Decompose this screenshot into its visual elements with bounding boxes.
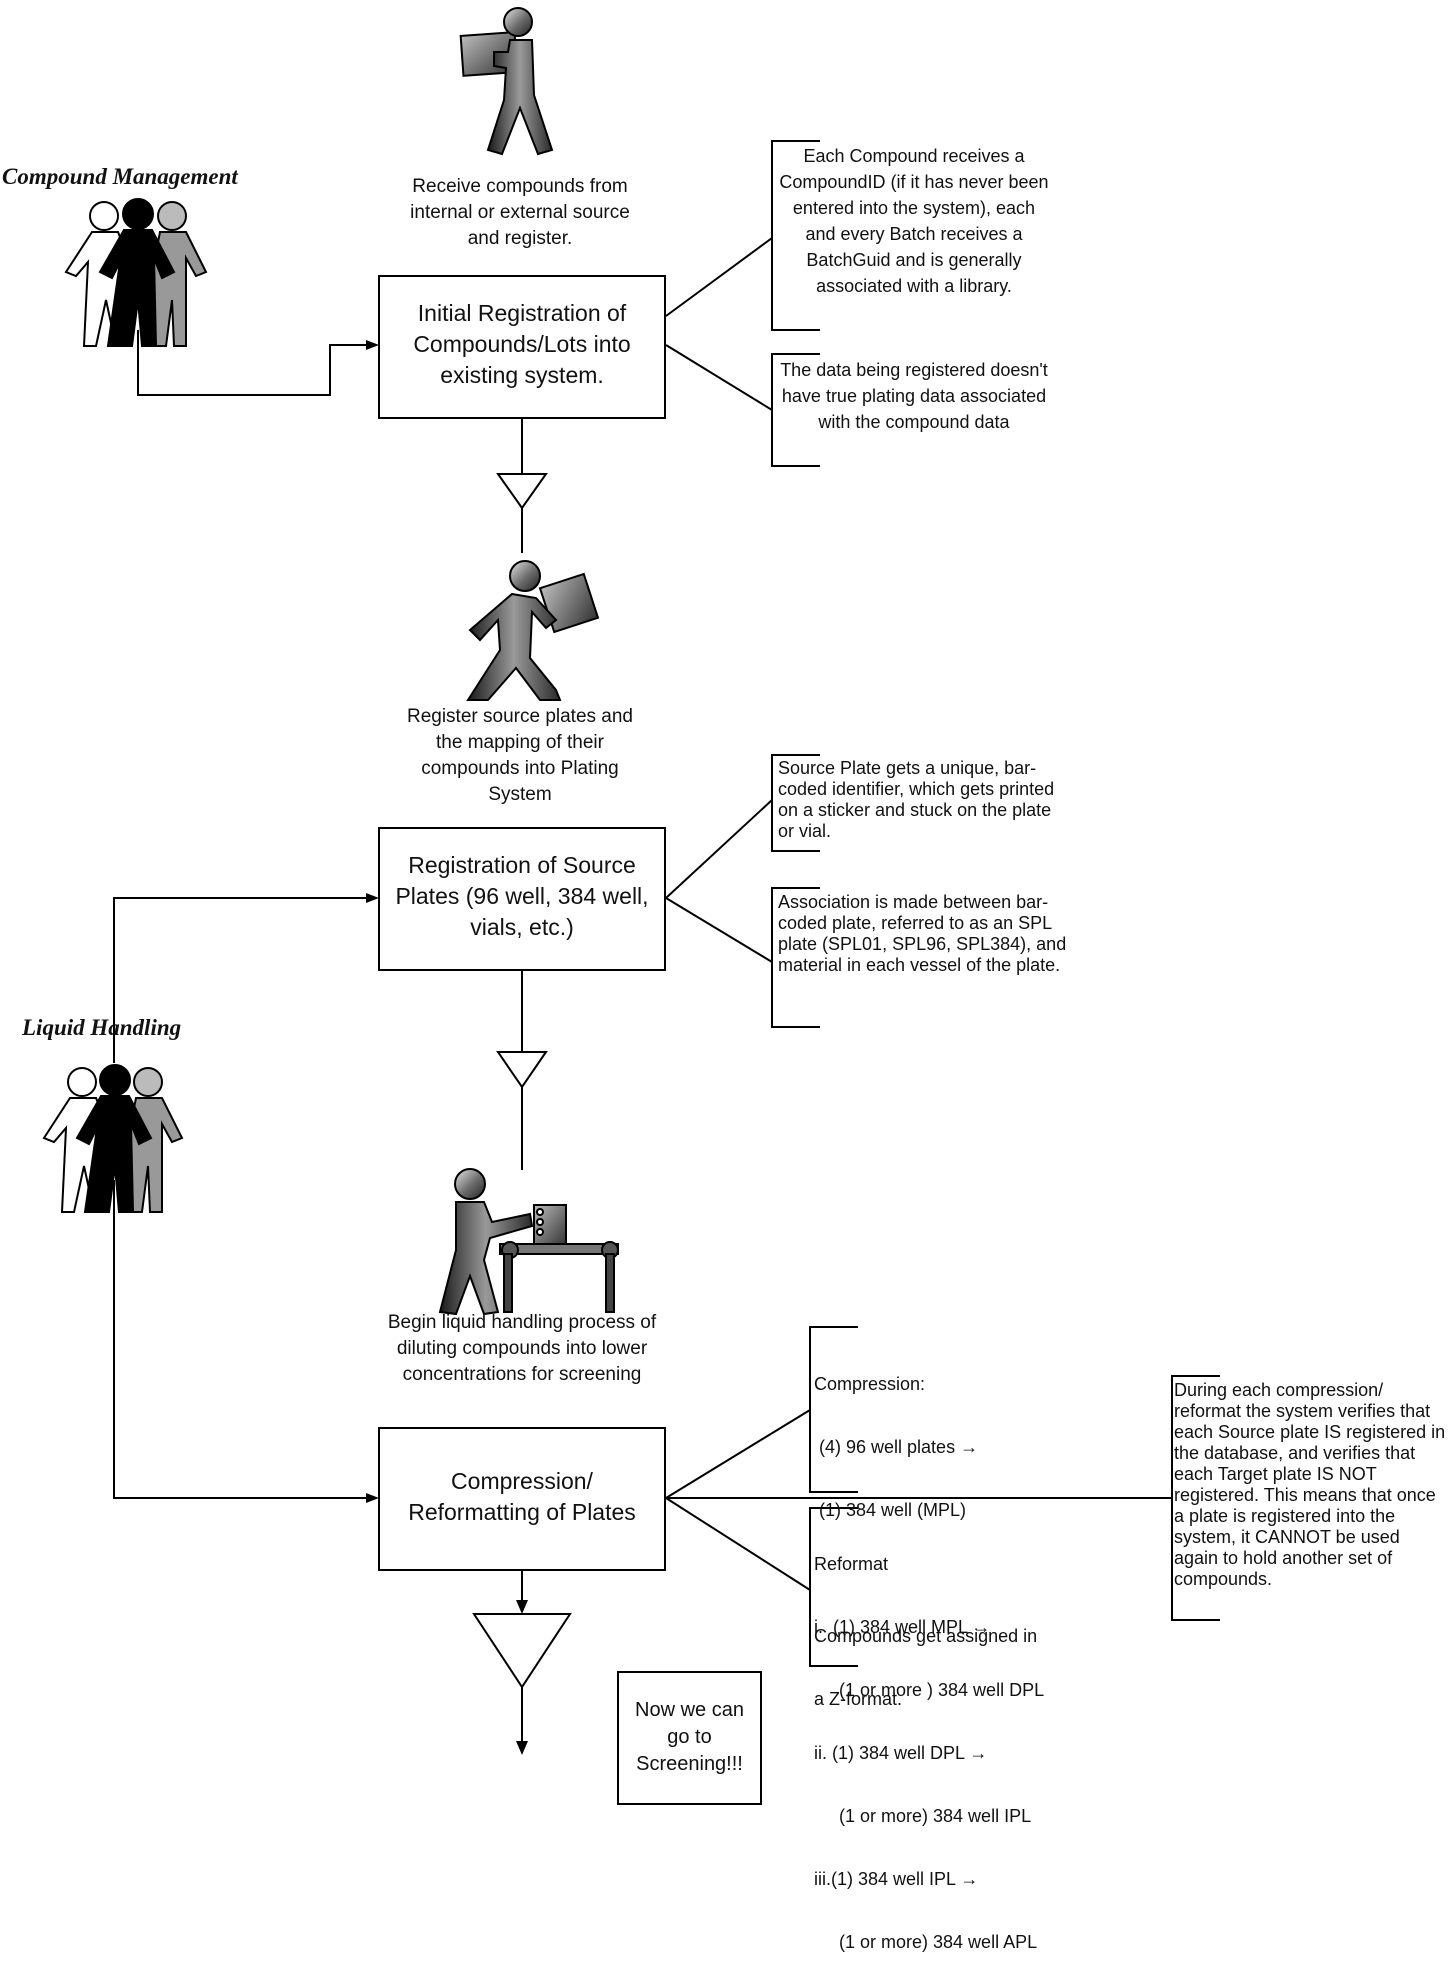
- reformat-note-line: iii.(1) 384 well IPL →: [814, 1869, 979, 1889]
- arrowhead-icon: [366, 340, 379, 350]
- compression-note-line: (1) 384 well (MPL): [814, 1500, 967, 1520]
- verification-note: During each compression/ reformat the sy…: [1174, 1380, 1446, 1589]
- compound-management-label: Compound Management: [2, 164, 238, 189]
- reformat-note-line: i. (1) 384 well MPL →: [814, 1617, 991, 1637]
- arrowhead-icon: [516, 1741, 528, 1755]
- source-plates-label: Registration of Source Plates (96 well, …: [395, 852, 649, 940]
- compression-box: [378, 1427, 666, 1571]
- reformat-note: Reformat i. (1) 384 well MPL → (1 or mor…: [814, 1512, 1114, 1974]
- bracket-no-plating: [771, 353, 820, 467]
- leader-line: [665, 799, 773, 899]
- connectors: [113, 237, 1172, 1755]
- connector-cm-to-registration: [137, 330, 368, 396]
- initial-registration-box: [378, 275, 666, 419]
- barcode-note: Source Plate gets a unique, bar-coded id…: [778, 758, 1055, 841]
- plate-registering-person-icon: [466, 560, 600, 701]
- no-plating-data-note: The data being registered doesn't have t…: [780, 360, 1048, 432]
- arrowhead-icon: [366, 893, 379, 903]
- reformat-note-line: ii. (1) 384 well DPL →: [814, 1743, 988, 1763]
- compression-note-line: Compression:: [814, 1374, 926, 1394]
- reformat-note-line: Reformat: [814, 1554, 889, 1574]
- connector-lh-to-compression: [113, 1180, 368, 1499]
- compression-note-line: (4) 96 well plates →: [814, 1437, 979, 1457]
- leader-line: [665, 344, 773, 411]
- compression-note: Compression: (4) 96 well plates → (1) 38…: [814, 1332, 1104, 1731]
- bracket-reformat: [809, 1507, 858, 1667]
- initial-registration-label: Initial Registration of Compounds/Lots i…: [413, 300, 631, 388]
- liquid-handling-caption: Begin liquid handling process of dilutin…: [387, 1312, 657, 1385]
- carrying-person-icon: [459, 7, 554, 156]
- compression-note-line: Compounds get assigned in: [814, 1626, 1038, 1646]
- annotation-brackets: [771, 140, 1220, 1667]
- bracket-association: [771, 887, 820, 1028]
- leader-line: [665, 1497, 811, 1591]
- reformat-note-line: (1 or more ) 384 well DPL: [814, 1680, 1045, 1700]
- leader-line: [665, 1409, 811, 1499]
- bracket-compound-id: [771, 140, 820, 331]
- bracket-verification: [1171, 1375, 1220, 1621]
- receive-compounds-caption: Receive compounds from internal or exter…: [410, 176, 630, 249]
- source-plates-box: [378, 827, 666, 971]
- screening-note: Now we can go to Screening!!!: [635, 1699, 744, 1775]
- liquid-handling-team-icon: [42, 1064, 184, 1213]
- connector-lh-to-source-plates: [113, 897, 368, 1063]
- bracket-barcode: [771, 754, 820, 852]
- merge-triangle-icon: [472, 1613, 572, 1689]
- leader-line: [665, 237, 773, 317]
- reformat-note-line: (1 or more) 384 well IPL: [814, 1806, 1032, 1826]
- bracket-compression: [809, 1326, 858, 1493]
- merge-triangle-icon: [496, 1051, 548, 1089]
- compression-label: Compression/ Reformatting of Plates: [408, 1468, 636, 1525]
- liquid-handling-machine-icon: [438, 1168, 619, 1316]
- register-source-plates-caption: Register source plates and the mapping o…: [406, 706, 633, 805]
- screening-note-box: [617, 1671, 762, 1805]
- merge-triangle-icon: [496, 473, 548, 510]
- reformat-note-line: (1 or more) 384 well APL: [814, 1932, 1038, 1952]
- leader-line: [665, 897, 773, 963]
- spl-association-note: Association is made between bar-coded pl…: [778, 892, 1067, 975]
- liquid-handling-label: Liquid Handling: [22, 1015, 182, 1040]
- compound-id-note: Each Compound receives a CompoundID (if …: [779, 146, 1049, 296]
- arrowhead-icon: [366, 1493, 379, 1503]
- compound-management-team-icon: [64, 198, 208, 347]
- compression-note-line: a Z-format.: [814, 1689, 903, 1709]
- arrowhead-icon: [516, 1600, 528, 1614]
